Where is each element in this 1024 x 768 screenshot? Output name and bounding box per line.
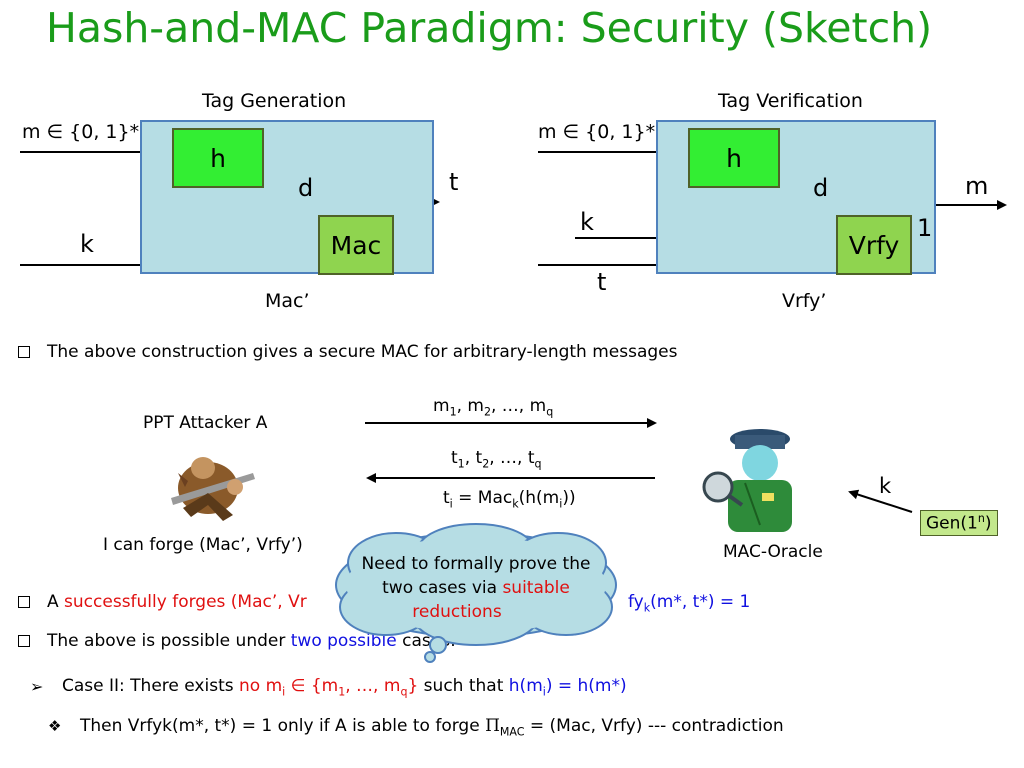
ti-d: )) — [562, 488, 576, 508]
ver-d-label: d — [813, 174, 829, 202]
ver-m-out-label: m — [965, 172, 989, 200]
t-t1: t — [451, 448, 458, 468]
c2-c3: } — [407, 676, 419, 696]
t-sub2: 2 — [482, 457, 490, 471]
gen-h-label: h — [210, 143, 226, 173]
gen-heading: Tag Generation — [202, 90, 347, 112]
q-mq: , …, m — [491, 396, 547, 416]
gen-caption: Mac’ — [265, 290, 310, 312]
oracle-label: MAC-Oracle — [723, 542, 823, 562]
q-m2: , m — [456, 396, 484, 416]
attacker-label: PPT Attacker A — [143, 413, 268, 433]
gen-n: n — [977, 512, 985, 525]
gen-b: ) — [984, 513, 992, 534]
q-sub1: 1 — [449, 405, 457, 419]
gen-input-m: m ∈ {0, 1}* — [22, 121, 140, 143]
t-tq: , …, t — [489, 448, 535, 468]
ti-b: = Mac — [452, 488, 513, 508]
gen-box: Gen(1n) — [920, 510, 998, 536]
b2-e: (m*, t*) = 1 — [650, 592, 751, 612]
tags-label: t1, t2, …, tq — [451, 448, 542, 470]
gen-a: Gen(1 — [926, 513, 978, 534]
square-bullet-icon — [18, 346, 30, 358]
ver-vrfy-inner-box: Vrfy — [836, 215, 912, 275]
t-sub1: 1 — [457, 457, 465, 471]
c2-esub: i — [542, 685, 546, 699]
gen-mac-inner-box: Mac — [318, 215, 394, 275]
bullet-forge-tail: fyk(m*, t*) = 1 — [628, 592, 750, 614]
b2-a: A — [47, 592, 65, 612]
c2-a: Case II: There exists — [62, 676, 239, 696]
queries-label: m1, m2, …, mq — [433, 396, 553, 418]
c2-blue: h(mi) = h(m*) — [508, 676, 627, 699]
c2-bsub: i — [282, 685, 286, 699]
key-arrow — [848, 489, 913, 513]
then-b: = (Mac, Vrfy) --- contradiction — [524, 716, 784, 736]
b2-d: k — [643, 601, 651, 615]
ti-i: i — [449, 497, 453, 511]
ver-vrfy-label: Vrfy — [848, 230, 900, 260]
then-mac: MAC — [499, 725, 525, 739]
gen-t-label: t — [449, 168, 459, 196]
bullet-cases: The above is possible under two possible… — [47, 631, 456, 651]
then-a: Then Vrfyk(m*, t*) = 1 only if A is able… — [80, 716, 486, 736]
key-label: k — [879, 474, 892, 498]
c2-c2: , …, m — [345, 676, 401, 696]
q-m1: m — [433, 396, 450, 416]
cloud-line2: two cases via suitable — [358, 576, 594, 600]
cloud-line2a: two cases via — [382, 578, 503, 598]
ver-h-label: h — [726, 143, 742, 173]
ver-h-box: h — [688, 128, 780, 188]
c2-d: such that — [418, 676, 509, 696]
arrow-bullet-icon: ➢ — [30, 677, 44, 696]
c2-csub1: 1 — [338, 685, 346, 699]
callout-cloud-icon — [335, 523, 617, 663]
gen-k-label: k — [80, 230, 94, 258]
q-subq: q — [546, 405, 554, 419]
c2-f: ) = h(m*) — [545, 676, 627, 696]
bullet-construction: The above construction gives a secure MA… — [47, 342, 678, 362]
attacker-warrior-image — [171, 457, 255, 521]
ver-heading: Tag Verification — [718, 90, 863, 112]
t-t2: , t — [464, 448, 483, 468]
forge-claim: I can forge (Mac’, Vrfy’) — [103, 535, 303, 555]
c2-b: no m — [239, 676, 283, 696]
c2-e: h(m — [508, 676, 543, 696]
ti-c: (h(m — [518, 488, 560, 508]
mac-oracle-image — [702, 429, 792, 532]
ver-t-label: t — [597, 268, 607, 296]
cloud-line3: reductions — [412, 602, 502, 622]
b3-b: two possible — [290, 631, 397, 651]
ver-input-m: m ∈ {0, 1}* — [538, 121, 656, 143]
tag-formula: ti = Mack(h(mi)) — [443, 488, 576, 510]
cloud-line1: Need to formally prove the — [361, 554, 591, 574]
b3-a: The above is possible under — [47, 631, 291, 651]
then-line: Then Vrfyk(m*, t*) = 1 only if A is able… — [80, 716, 784, 738]
page-title: Hash-and-MAC Paradigm: Security (Sketch) — [46, 4, 933, 52]
q-sub2: 2 — [483, 405, 491, 419]
square-bullet-icon — [18, 635, 30, 647]
callout-text: Need to formally prove the two cases via… — [358, 552, 594, 624]
ver-k-label: k — [580, 208, 594, 236]
ver-one-label: 1 — [917, 214, 933, 242]
cloud-line2b: suitable — [502, 578, 570, 598]
t-subq: q — [534, 457, 542, 471]
ti-k: k — [512, 497, 519, 511]
diamond-bullet-icon: ❖ — [48, 717, 62, 735]
c2-red: no mi ∈ {m1, …, mq} — [239, 676, 419, 699]
ver-caption: Vrfy’ — [782, 290, 827, 312]
c2-csubq: q — [400, 685, 408, 699]
gen-d-label: d — [298, 174, 314, 202]
then-pi: Π — [485, 716, 500, 736]
square-bullet-icon — [18, 596, 30, 608]
gen-mac-label: Mac — [330, 230, 382, 260]
case-two: Case II: There exists no mi ∈ {m1, …, mq… — [62, 676, 627, 698]
ti-i2: i — [559, 497, 563, 511]
bullet-forge: A successfully forges (Mac’, Vr — [47, 592, 307, 612]
gen-h-box: h — [172, 128, 264, 188]
b2-c: fy — [628, 592, 644, 612]
ti-a: t — [443, 488, 450, 508]
b2-b: successfully forges (Mac’, Vr — [64, 592, 307, 612]
c2-c: ∈ {m — [285, 676, 339, 696]
